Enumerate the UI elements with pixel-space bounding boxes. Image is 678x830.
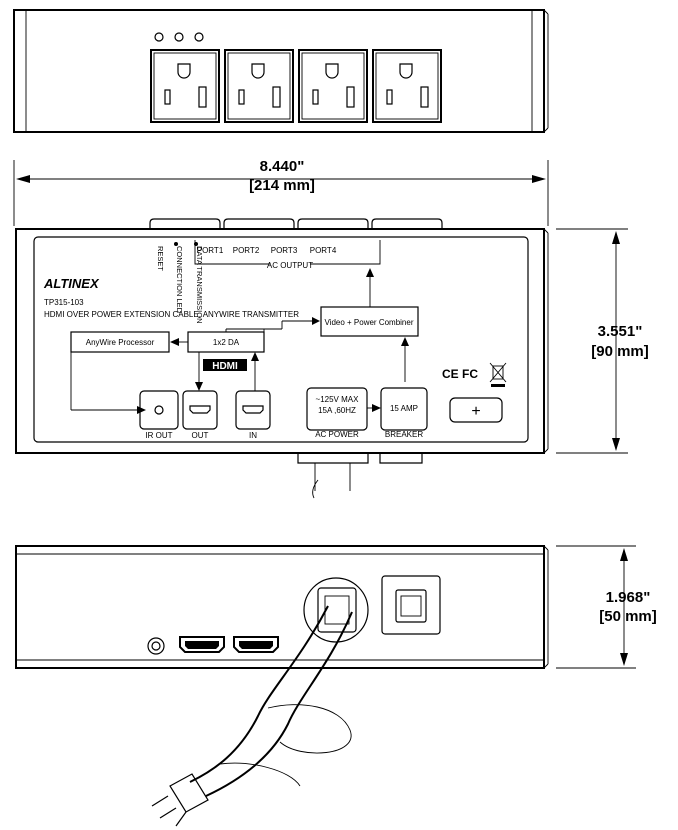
led-indicator xyxy=(154,32,164,42)
combiner-box xyxy=(320,306,419,337)
height-dimension: 3.551" [90 mm] xyxy=(556,228,649,454)
top-view-outline xyxy=(13,9,545,133)
model-number: TP315-103 xyxy=(44,298,84,307)
data-transmission-label: DATA TRANSMISSION xyxy=(195,246,204,324)
port-4-label: PORT4 xyxy=(310,246,337,255)
model-description: HDMI OVER POWER EXTENSION CABLE, ANYWIRE… xyxy=(44,310,299,319)
anywire-processor-label: AnyWire Processor xyxy=(86,338,155,347)
ir-jack-icon xyxy=(147,637,165,655)
in-label: IN xyxy=(249,431,257,440)
hdmi-port-icon xyxy=(179,636,225,653)
ac-power-inlet xyxy=(306,387,368,431)
ir-out-port xyxy=(139,390,179,430)
height-mm-label: [90 mm] xyxy=(591,343,649,360)
altinex-logo: ALTINEX xyxy=(43,276,100,291)
height-inches-label: 3.551" xyxy=(598,323,643,340)
rear-view xyxy=(15,545,549,827)
ce-fc-marks: CE FC xyxy=(442,367,478,381)
hdmi-in-port xyxy=(235,390,271,430)
hdmi-logo: HDMI xyxy=(203,359,247,372)
depth-inches-label: 1.968" xyxy=(606,589,651,606)
outlet-2 xyxy=(224,49,294,123)
ac-power-rating-2: 15A ,60HZ xyxy=(318,406,356,415)
port-2-label: PORT2 xyxy=(233,246,260,255)
ac-power-rating-1: ~125V MAX xyxy=(316,395,360,404)
width-inches-label: 8.440" xyxy=(260,158,305,175)
front-panel-outline xyxy=(15,228,545,454)
da-label: 1x2 DA xyxy=(213,338,240,347)
svg-text:HDMI: HDMI xyxy=(212,361,238,372)
out-label: OUT xyxy=(192,431,209,440)
front-panel-faceplate xyxy=(33,236,529,443)
depth-dimension: 1.968" [50 mm] xyxy=(556,545,657,669)
width-dimension: 8.440" [214 mm] xyxy=(13,158,549,226)
breaker-rating: 15 AMP xyxy=(390,404,418,413)
ac-power-label: AC POWER xyxy=(315,430,359,439)
connection-led-label: CONNECTION LED xyxy=(175,246,184,314)
hdmi-port-icon xyxy=(233,636,279,653)
combiner-label: Video + Power Combiner xyxy=(324,318,413,327)
ir-out-label: IR OUT xyxy=(145,431,172,440)
cable-stub-right xyxy=(379,453,423,464)
port-1-label: PORT1 xyxy=(197,246,224,255)
hdmi-out-port xyxy=(182,390,218,430)
plug-head xyxy=(169,773,209,813)
outlet-1 xyxy=(150,49,220,123)
breaker-reset-button xyxy=(449,397,503,423)
port-3-label: PORT3 xyxy=(271,246,298,255)
plus-icon: + xyxy=(471,403,480,420)
power-switch xyxy=(381,575,441,635)
width-mm-label: [214 mm] xyxy=(249,177,315,194)
top-view xyxy=(13,9,549,133)
breaker-label: BREAKER xyxy=(385,430,423,439)
weee-bin-icon xyxy=(489,362,507,387)
rear-panel-outline xyxy=(15,545,545,669)
front-view: RESET CONNECTION LED DATA TRANSMISSION P… xyxy=(15,218,549,499)
led-indicator xyxy=(174,32,184,42)
breaker-box xyxy=(380,387,428,431)
reset-label: RESET xyxy=(156,246,165,271)
depth-mm-label: [50 mm] xyxy=(599,608,657,625)
cable-stub-left xyxy=(297,453,369,464)
led-indicator xyxy=(194,32,204,42)
outlet-3 xyxy=(298,49,368,123)
ac-output-label: AC OUTPUT xyxy=(267,261,313,270)
power-cord xyxy=(151,605,353,827)
outlet-4 xyxy=(372,49,442,123)
